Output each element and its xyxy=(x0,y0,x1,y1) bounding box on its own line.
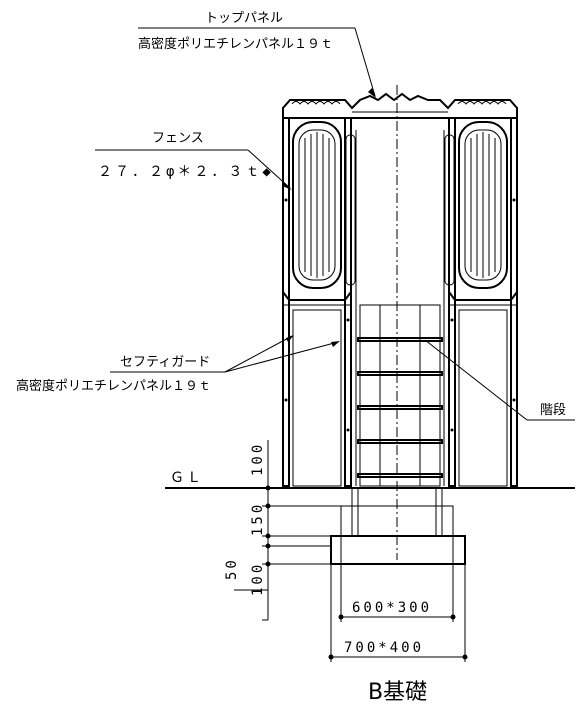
dim-50-gap: 50 xyxy=(224,557,240,580)
fence-panel-left xyxy=(292,121,342,289)
stairs-label: 階段 xyxy=(540,403,566,418)
bolt-marks xyxy=(284,198,516,432)
main-frame xyxy=(282,117,518,487)
fence-panel-right xyxy=(458,121,508,289)
top-panel-label: トップパネル xyxy=(205,11,283,26)
top-panel-leader xyxy=(354,27,376,97)
stairs xyxy=(357,304,443,487)
drawing-caption: B基礎 xyxy=(368,680,427,705)
stairs-leader xyxy=(424,339,528,421)
safety-guard-arrow-1 xyxy=(286,335,294,342)
vertical-dimensions xyxy=(234,440,341,621)
fence-spec-label: ２７．２φ＊２．３ｔ◆ xyxy=(98,164,274,180)
dim-600x300: 600*300 xyxy=(352,600,432,616)
ground-level-label: ＧＬ xyxy=(170,470,204,486)
safety-guard-label: セフティガード xyxy=(120,355,210,370)
foundation xyxy=(330,488,466,565)
dim-150-footing: 150 xyxy=(250,502,266,536)
safety-guard-arrow-2 xyxy=(331,341,340,347)
top-panel xyxy=(282,92,518,119)
dim-100-lower: 100 xyxy=(250,562,266,596)
fence-label: フェンス xyxy=(152,131,204,146)
top-panel-arrow xyxy=(368,88,376,98)
top-panel-material-label: 高密度ポリエチレンパネル１９ｔ xyxy=(138,36,333,52)
safety-guard-leader-2 xyxy=(224,341,339,373)
safety-guard-material-label: 高密度ポリエチレンパネル１９ｔ xyxy=(16,378,211,394)
handrails xyxy=(345,134,455,286)
dim-700x400: 700*400 xyxy=(344,640,424,656)
safety-guard-panels xyxy=(292,309,508,487)
dim-100-above-gl: 100 xyxy=(250,442,266,476)
safety-guard-leader-1 xyxy=(224,335,293,373)
horizontal-dimensions xyxy=(328,536,468,662)
